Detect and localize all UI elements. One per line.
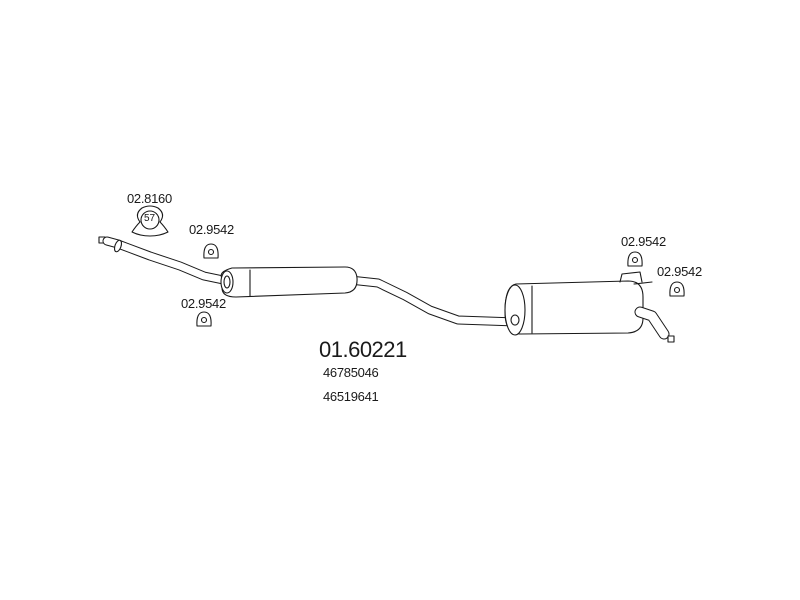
front-flange — [113, 239, 123, 253]
mid-pipe-outline — [345, 275, 520, 327]
rubber-hanger-3 — [627, 251, 643, 267]
center-muffler-inlet-ring — [223, 275, 231, 289]
hanger-part-number-2: 02.9542 — [181, 296, 226, 311]
exhaust-system — [98, 205, 685, 343]
clamp-size-label: 57 — [144, 213, 156, 224]
tail-pipe-end-cap — [667, 335, 675, 343]
main-part-number: 01.60221 — [319, 337, 407, 362]
rear-muffler-front-cap — [504, 284, 526, 336]
rear-muffler-outlet-ring — [510, 314, 520, 326]
rear-muffler — [504, 280, 644, 335]
oem-number-1: 46785046 — [323, 365, 379, 380]
rubber-hanger-2 — [196, 311, 212, 327]
clamp-part-number: 02.8160 — [127, 191, 172, 206]
clamp-ring — [140, 210, 160, 230]
oem-number-2: 46519641 — [323, 389, 379, 404]
rubber-hanger-4 — [669, 281, 685, 297]
mid-pipe-inner — [346, 276, 519, 326]
hanger-part-number-4: 02.9542 — [657, 264, 702, 279]
tail-pipe-inner — [635, 307, 669, 339]
center-muffler — [220, 266, 358, 298]
hanger-part-number-1: 02.9542 — [189, 222, 234, 237]
rubber-hanger-1 — [203, 243, 219, 259]
rear-muffler-bracket-rod — [633, 281, 653, 285]
rear-muffler-bracket — [619, 271, 643, 283]
hanger-part-number-3: 02.9542 — [621, 234, 666, 249]
